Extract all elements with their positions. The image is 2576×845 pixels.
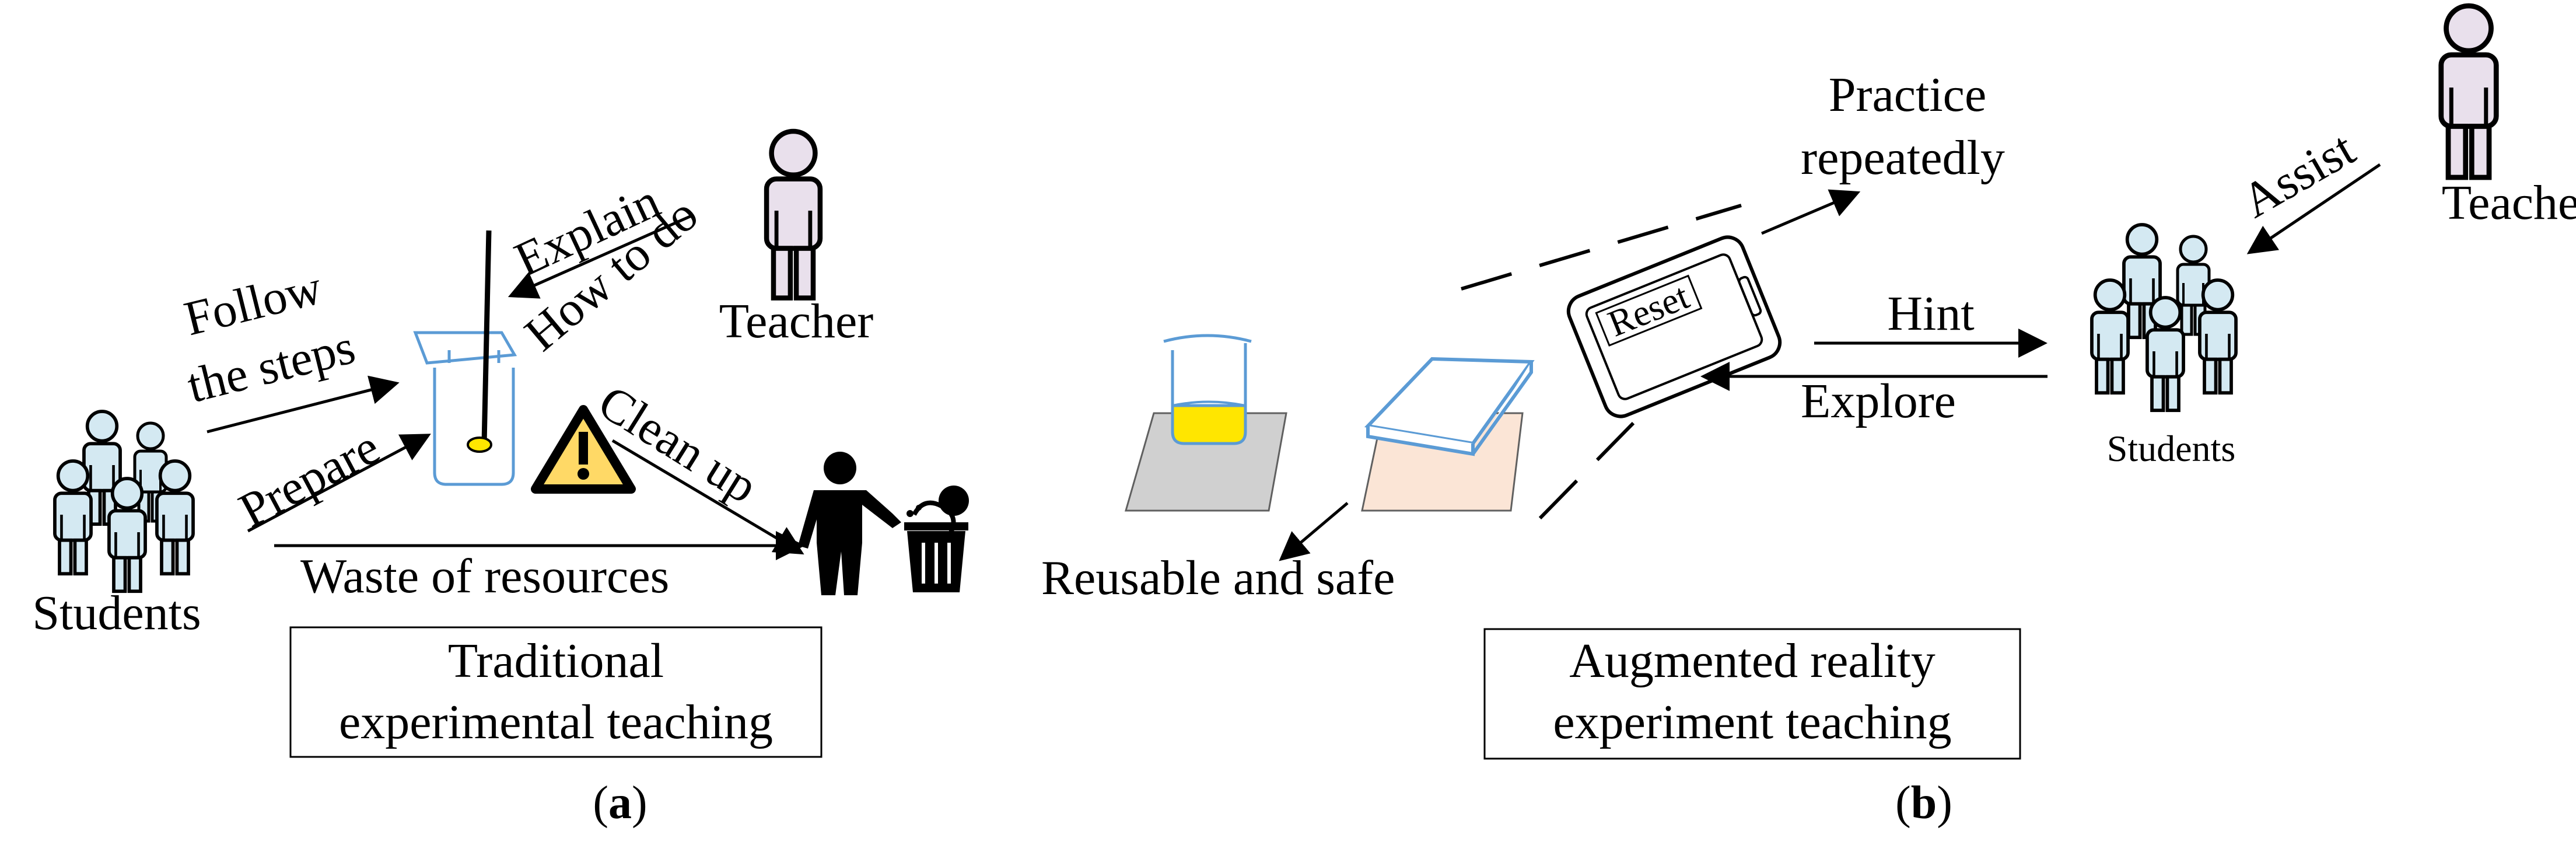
arrow-prepare (247, 434, 431, 533)
stirring-rod (481, 230, 492, 444)
students-label-a: Students (32, 586, 201, 640)
arrow-assist (2246, 163, 2381, 254)
trash-person-icon (798, 452, 969, 595)
teacher-label-a: Teacher (719, 294, 874, 348)
traditional-box-line2: experimental teaching (339, 695, 773, 749)
beaker-icon (413, 331, 517, 486)
dashed-line-bottom (1538, 421, 1635, 520)
arrow-explain (508, 214, 692, 299)
assist-label: Assist (2233, 121, 2364, 228)
arrow-practice (1761, 189, 1861, 235)
teacher-icon (2441, 6, 2497, 177)
explore-label: Explore (1801, 374, 1956, 428)
waste-label: Waste of resources (300, 549, 669, 603)
students-label-b: Students (2107, 428, 2235, 469)
liquid-drop (467, 437, 492, 453)
ar-box (1483, 628, 2021, 760)
arrow-clean-up (611, 439, 804, 555)
practice-label-line2: repeatedly (1801, 131, 2005, 185)
practice-label-line1: Practice (1829, 68, 1987, 122)
teacher-label-b: Teacher (2442, 176, 2576, 230)
prepare-label: Prepare (230, 420, 388, 538)
dashed-line-top (1461, 204, 1742, 291)
reset-button[interactable] (1595, 274, 1703, 347)
traditional-box (289, 626, 822, 758)
warning-icon (531, 405, 636, 494)
students-group-icon (55, 411, 193, 591)
teacher-icon (766, 131, 820, 298)
ar-box-line2: experiment teaching (1553, 695, 1951, 749)
reusable-label: Reusable and safe (1041, 551, 1395, 605)
arrow-reusable (1279, 502, 1349, 561)
hint-label: Hint (1887, 287, 1974, 341)
students-group-icon (2092, 225, 2236, 410)
tablet-icon: Reset (1566, 235, 1782, 418)
traditional-box-line1: Traditional (448, 634, 664, 688)
ar-box-line1: Augmented reality (1569, 634, 1935, 688)
arrow-follow-steps (206, 375, 400, 434)
sublabel-b: (b) (1895, 777, 1952, 829)
beaker-icon (1163, 334, 1252, 445)
glass-plate-icon (1364, 357, 1535, 456)
sublabel-a: (a) (593, 777, 647, 829)
